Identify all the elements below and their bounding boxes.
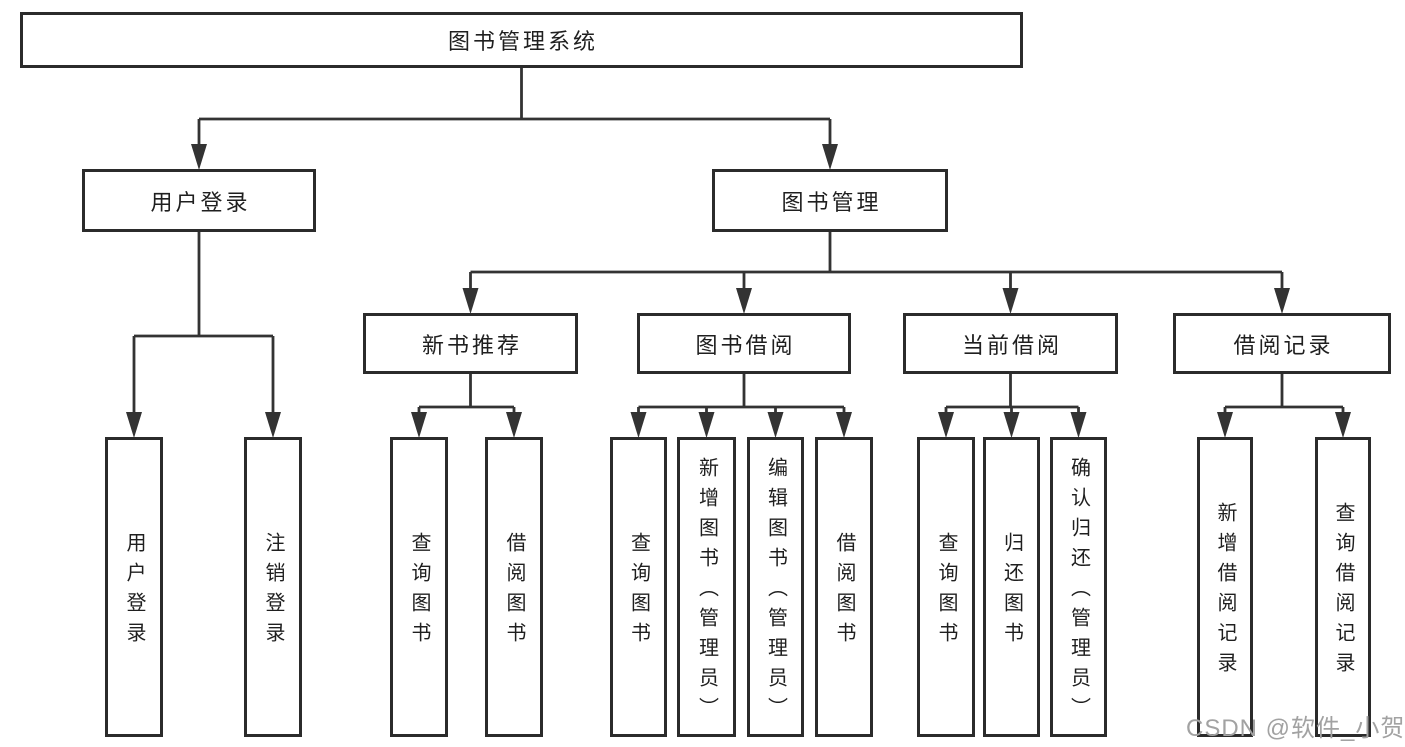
node-new-book-recommend: 新书推荐 [363, 313, 578, 374]
node-br-add-record: 新增借阅记录 [1197, 437, 1253, 737]
node-nbr-query-books: 查询图书 [390, 437, 448, 737]
arrowhead-down-icon [1217, 412, 1233, 438]
arrowhead-down-icon [1274, 288, 1290, 314]
node-label: 查询借阅记录 [1332, 502, 1354, 682]
node-cb-query-books: 查询图书 [917, 437, 975, 737]
arrowhead-down-icon [767, 412, 784, 438]
arrowhead-down-icon [1070, 412, 1087, 438]
arrowhead-down-icon [698, 412, 715, 438]
node-bb-borrow-books: 借阅图书 [815, 437, 873, 737]
arrowhead-down-icon [836, 412, 852, 438]
node-label: 借阅图书 [503, 532, 525, 652]
node-user-login: 用户登录 [105, 437, 163, 737]
node-bb-query-books: 查询图书 [610, 437, 667, 737]
node-label: 用户登录 [150, 189, 251, 215]
node-label: 新增借阅记录 [1214, 502, 1236, 682]
node-user-login-group: 用户登录 [82, 169, 316, 232]
node-book-management: 图书管理 [712, 169, 948, 232]
node-label: 注销登录 [262, 532, 284, 652]
arrowhead-down-icon [126, 412, 142, 438]
node-current-borrowing: 当前借阅 [903, 313, 1118, 374]
node-label: 图书管理系统 [447, 29, 598, 54]
arrowhead-down-icon [411, 412, 427, 438]
node-label: 新增图书（管理员） [695, 457, 718, 727]
arrowhead-down-icon [265, 412, 281, 438]
arrowhead-down-icon [1002, 288, 1019, 314]
node-bb-edit-books-admin: 编辑图书（管理员） [747, 437, 804, 737]
arrowhead-down-icon [822, 144, 838, 170]
node-label: 查询图书 [935, 532, 957, 652]
node-cb-confirm-return-admin: 确认归还（管理员） [1050, 437, 1107, 737]
arrowhead-down-icon [630, 412, 647, 438]
arrowhead-down-icon [1335, 412, 1351, 438]
node-label: 图书管理 [781, 189, 882, 215]
arrowhead-down-icon [938, 412, 954, 438]
node-label: 查询图书 [408, 532, 430, 652]
node-nbr-borrow-books: 借阅图书 [485, 437, 543, 737]
node-cb-return-books: 归还图书 [983, 437, 1040, 737]
node-label: 图书借阅 [695, 332, 796, 358]
node-label: 新书推荐 [421, 332, 522, 358]
arrowhead-down-icon [1003, 412, 1020, 438]
node-label: 借阅图书 [833, 532, 855, 652]
node-user-logout: 注销登录 [244, 437, 302, 737]
arrowhead-down-icon [191, 144, 207, 170]
node-label: 确认归还（管理员） [1067, 457, 1090, 727]
node-borrowing-records: 借阅记录 [1173, 313, 1391, 374]
arrowhead-down-icon [736, 288, 752, 314]
node-label: 查询图书 [627, 532, 650, 652]
node-label: 借阅记录 [1233, 332, 1334, 358]
node-label: 当前借阅 [961, 332, 1062, 358]
node-book-borrowing: 图书借阅 [637, 313, 851, 374]
node-label: 归还图书 [1000, 532, 1023, 652]
node-bb-add-books-admin: 新增图书（管理员） [677, 437, 736, 737]
node-label: 用户登录 [123, 532, 145, 652]
node-library-system: 图书管理系统 [20, 12, 1023, 68]
node-label: 编辑图书（管理员） [764, 457, 787, 727]
node-br-query-record: 查询借阅记录 [1315, 437, 1371, 737]
csdn-watermark: CSDN @软件_小贺同学 [1186, 715, 1405, 742]
arrowhead-down-icon [462, 288, 479, 314]
arrowhead-down-icon [506, 412, 522, 438]
